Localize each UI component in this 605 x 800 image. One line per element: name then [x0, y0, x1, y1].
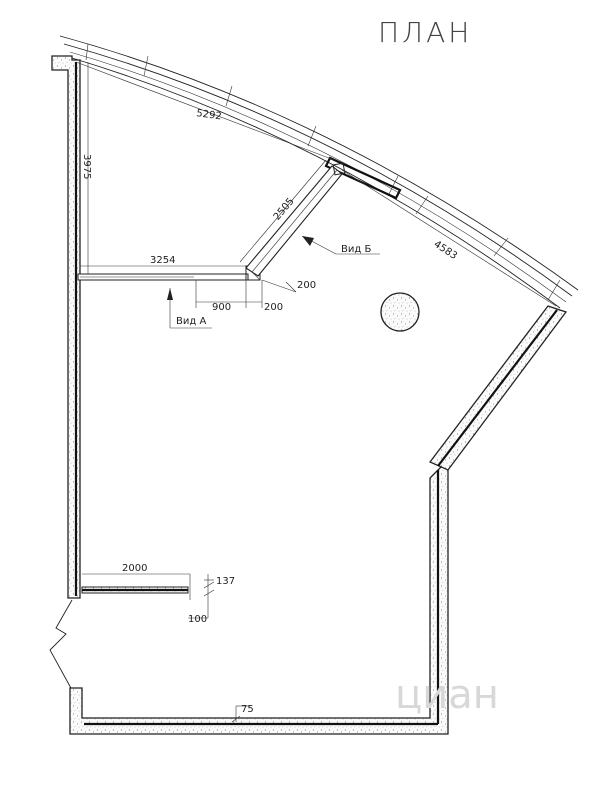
dim-right-diagonal-label: 4583	[432, 239, 459, 262]
dim-200-right-label: 200	[297, 280, 316, 291]
upper-partition: 3254	[77, 255, 261, 281]
left-wall-upper	[51, 55, 81, 599]
bottom-wall	[69, 458, 449, 735]
dim-2000-label: 2000	[122, 563, 147, 574]
dim-arc-label: 5292	[196, 108, 223, 122]
view-a-marker: Вид А	[167, 288, 212, 329]
dim-arc: 5292	[75, 61, 335, 161]
dim-200-bottom-label: 200	[264, 302, 283, 313]
dim-partition-label: 3254	[150, 255, 175, 266]
dim-left-vertical-label: 3975	[81, 154, 92, 179]
dim-137-label: 137	[216, 576, 235, 587]
view-b-marker: Вид Б	[301, 235, 380, 255]
view-b-label: Вид Б	[341, 244, 371, 255]
curved-glazing	[59, 35, 579, 309]
door-break	[49, 599, 73, 691]
watermark: циан	[395, 672, 499, 718]
right-diagonal-wall	[428, 305, 568, 471]
view-a-label: Вид А	[176, 316, 206, 327]
dim-small-group: 900 200 200	[195, 279, 316, 313]
dim-right-diagonal: 4583	[341, 169, 557, 307]
dim-900-label: 900	[212, 302, 231, 313]
dim-left-vertical: 3975	[81, 62, 92, 276]
dim-75-group: 75	[231, 704, 254, 723]
lower-partition: 2000 137 100	[81, 563, 235, 625]
dim-75-label: 75	[241, 704, 254, 715]
watermark-text: циан	[395, 672, 499, 718]
diagonal-partition: 2505	[239, 159, 346, 277]
dim-100-label: 100	[188, 614, 207, 625]
column-circle	[380, 292, 420, 332]
plan-title: ПЛАН	[378, 16, 472, 49]
